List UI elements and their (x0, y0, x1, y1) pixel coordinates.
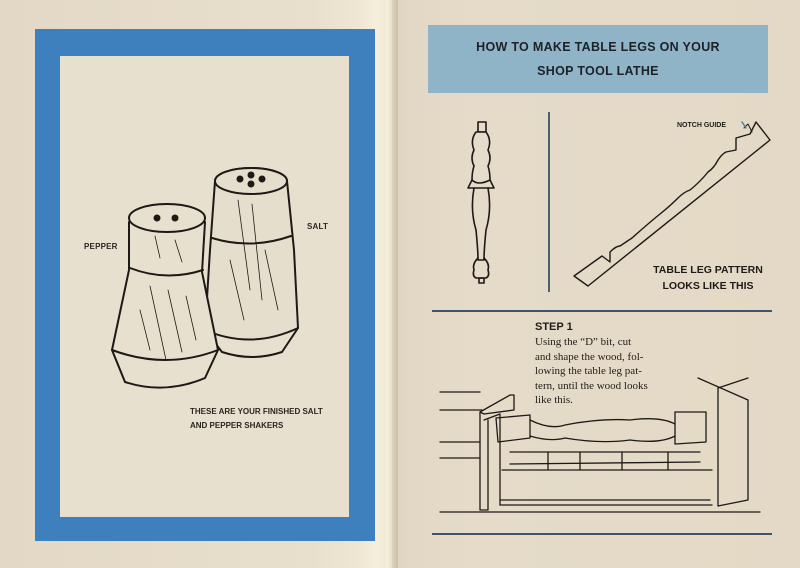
title-banner: HOW TO MAKE TABLE LEGS ON YOUR SHOP TOOL… (428, 25, 768, 93)
step-line: tern, until the wood looks (535, 379, 648, 392)
pattern-caption-line-2: LOOKS LIKE THIS (662, 280, 754, 292)
title-line-1: HOW TO MAKE TABLE LEGS ON YOUR (476, 40, 720, 54)
pattern-caption-line-1: TABLE LEG PATTERN (653, 264, 763, 276)
right-page (392, 0, 800, 568)
pepper-shaker-drawing (111, 203, 219, 389)
blue-border-frame (35, 29, 375, 541)
salt-shaker-drawing (204, 167, 299, 358)
pepper-label: PEPPER (84, 242, 118, 251)
lathe-drawing (439, 377, 761, 513)
step-title: STEP 1 (535, 321, 573, 333)
table-leg-drawing (467, 121, 495, 284)
horizontal-divider-top (432, 310, 772, 312)
pattern-caption: TABLE LEG PATTERN LOOKS LIKE THIS (648, 262, 768, 294)
shakers-caption: THESE ARE YOUR FINISHED SALT AND PEPPER … (190, 405, 323, 433)
step-line: lowing the table leg pat- (535, 365, 642, 377)
notch-guide-label: NOTCH GUIDE (677, 122, 726, 129)
salt-label: SALT (307, 222, 329, 231)
page-gutter (386, 0, 398, 568)
caption-line-1: THESE ARE YOUR FINISHED SALT (190, 407, 323, 416)
step-instructions: Using the “D” bit, cut and shape the woo… (535, 335, 675, 408)
step-line: Using the “D” bit, cut (535, 336, 632, 348)
vertical-divider (548, 112, 550, 292)
horizontal-divider-bottom (432, 533, 772, 535)
table-leg-pattern-drawing (573, 121, 771, 287)
title-line-2: SHOP TOOL LATHE (537, 64, 659, 78)
step-line: and shape the wood, fol- (535, 350, 644, 363)
step-line: like this. (535, 394, 573, 406)
caption-line-2: AND PEPPER SHAKERS (190, 421, 284, 430)
